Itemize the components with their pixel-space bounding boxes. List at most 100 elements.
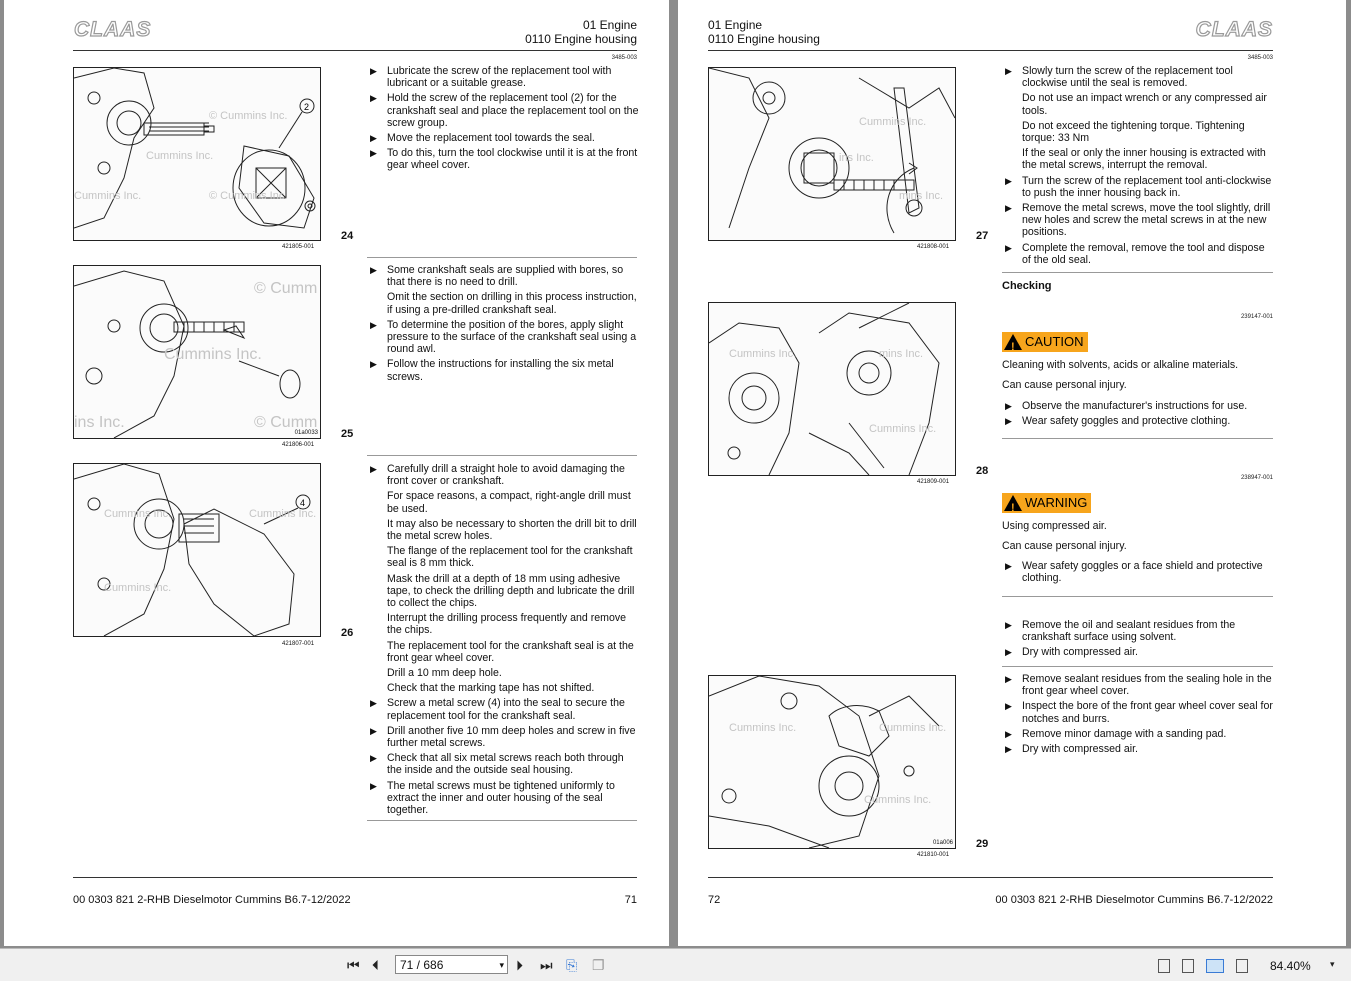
separator [367,257,637,258]
watermark: Cummins Inc. [729,348,797,360]
figure-number: 24 [341,230,354,242]
watermark: Cummins Inc. [879,722,947,734]
instruction-step: Remove the oil and sealant residues from… [1002,619,1274,643]
figure-29-image: Cummins Inc. Cummins Inc. Cummins Inc. 0… [708,675,956,849]
warning-label: WARNING [1025,495,1088,510]
instruction-step: Some crankshaft seals are supplied with … [367,264,639,288]
facing-pages-view-icon[interactable] [1206,959,1224,973]
warning-triangle-icon [1004,334,1022,357]
instruction-step: Observe the manufacturer's instructions … [1002,400,1274,412]
instruction-step: The metal screws must be tightened unifo… [367,780,639,817]
instruction-step: Remove sealant residues from the sealing… [1002,673,1274,697]
chevron-down-icon[interactable]: ▾ [499,960,504,970]
header-chapter: 01 Engine [582,18,637,32]
instruction-step: Dry with compressed air. [1002,743,1274,755]
page-number: 72 [708,894,721,906]
watermark: mins Inc. [879,348,924,360]
watermark: ins Inc. [839,152,874,164]
instruction-note: Do not exceed the tightening torque. Tig… [1022,119,1245,145]
viewer-toolbar: ⏮ ⏴ 71 / 686 ▾ ⏵ ⏭ ⎘ ❐ 84.40% ▾ [0,948,1351,981]
instruction-step: Dry with compressed air. [1002,646,1274,658]
separator [1002,272,1273,273]
figure-number: 26 [341,627,354,639]
instruction-step: Slowly turn the screw of the replacement… [1002,65,1274,89]
continuous-facing-view-icon[interactable] [1236,959,1248,973]
inner-id: 01a006 [932,840,953,846]
caution-measures: Observe the manufacturer's instructions … [1002,400,1274,430]
instruction-note: Check that the marking tape has not shif… [387,682,595,695]
instruction-step: To do this, turn the tool clockwise unti… [367,147,639,171]
page-number: 71 [624,894,637,906]
instruction-note: For space reasons, a compact, right-angl… [387,490,631,515]
continuous-view-icon[interactable] [1182,959,1194,973]
instruction-note: Mask the drill at a depth of 18 mm using… [387,572,635,610]
figure-id: 421806-001 [282,442,315,448]
figure-number: 28 [976,465,989,477]
instruction-note: Drill a 10 mm deep hole. [387,667,502,680]
figure-id: 421807-001 [282,641,315,647]
caution-label: CAUTION [1025,334,1084,349]
header-section: 0110 Engine housing [708,32,820,46]
caution-hazard: Cleaning with solvents, acids or alkalin… [1002,359,1239,371]
engine-drawing [709,676,940,848]
instruction-step: Hold the screw of the replacement tool (… [367,92,639,129]
header-section: 0110 Engine housing [525,32,637,46]
watermark: Cummins Inc. [249,508,317,520]
engine-drawing [709,68,955,234]
separator [367,455,637,456]
header-rule [708,50,1273,51]
watermark: Cummins Inc. [74,190,142,202]
instruction-step: To determine the position of the bores, … [367,319,639,356]
rotate-icon[interactable]: ⎘ [566,957,578,973]
caution-code: 239147-001 [1240,314,1273,320]
last-page-icon[interactable]: ⏭ [540,957,553,973]
zoom-level[interactable]: 84.40% [1270,959,1311,973]
watermark: Cummins Inc. [104,582,172,594]
instruction-step: Check that all six metal screws reach bo… [367,752,639,776]
figure-26-image: 4 Cummins Inc. Cummins Inc. Cummins Inc. [73,463,321,637]
single-page-view-icon[interactable] [1158,959,1170,973]
page-header: 01 Engine 0110 Engine housing [525,18,637,46]
footer-doc: 00 0303 821 2-RHB Dieselmotor Cummins B6… [995,894,1273,906]
figure-number: 29 [976,838,989,850]
callout-4: 4 [300,498,305,508]
engine-drawing [74,270,301,438]
watermark: Cummins Inc. [146,150,214,162]
instruction-step: Drill another five 10 mm deep holes and … [367,725,639,749]
page-number-input[interactable]: 71 / 686 ▾ [395,955,508,974]
figure-24-image: 2 © Cummins Inc. Cummins Inc. Cummins In… [73,67,321,241]
watermark: Cummins Inc. [859,116,927,128]
warning-triangle-icon [1004,495,1022,518]
next-page-icon[interactable]: ⏵ [516,957,523,973]
instruction-step: Remove the metal screws, move the tool s… [1002,202,1274,239]
instruction-step: Screw a metal screw (4) into the seal to… [367,697,639,721]
instruction-step: Remove minor damage with a sanding pad. [1002,728,1274,740]
watermark: Cummins Inc. [869,423,937,435]
instruction-note: The replacement tool for the crankshaft … [387,639,634,664]
instruction-block-1: Slowly turn the screw of the replacement… [1002,65,1274,269]
extract-icon[interactable]: ❐ [592,957,605,973]
warning-measures: Wear safety goggles or a face shield and… [1002,560,1274,587]
watermark: © Cummins Inc. [209,110,288,122]
separator [1002,438,1273,439]
instruction-step: Follow the instructions for installing t… [367,358,639,382]
figure-25-image: © Cumm Cummins Inc. ins Inc. © Cumm 01a0… [73,265,321,439]
instruction-step: Carefully drill a straight hole to avoid… [367,463,639,487]
engine-drawing: 4 [74,464,311,636]
zoom-dropdown-icon[interactable]: ▾ [1330,959,1335,969]
instruction-block-3: Carefully drill a straight hole to avoid… [367,463,639,819]
figure-number: 27 [976,230,989,242]
prev-page-icon[interactable]: ⏴ [372,957,379,973]
figure-id: 421810-001 [917,852,950,858]
figure-27-image: Cummins Inc. ins Inc. mins Inc. [708,67,956,241]
watermark: Cummins Inc. [864,794,932,806]
instruction-note: The flange of the replacement tool for t… [387,545,633,570]
watermark: © Cumm [254,414,318,431]
caution-badge: CAUTION [1002,332,1088,357]
instruction-step: Wear safety goggles and protective cloth… [1002,415,1274,427]
doc-code: 3485-003 [611,55,637,61]
header-rule [73,50,637,51]
doc-code: 3485-003 [1247,55,1273,61]
separator [1002,596,1273,597]
first-page-icon[interactable]: ⏮ [347,957,360,973]
